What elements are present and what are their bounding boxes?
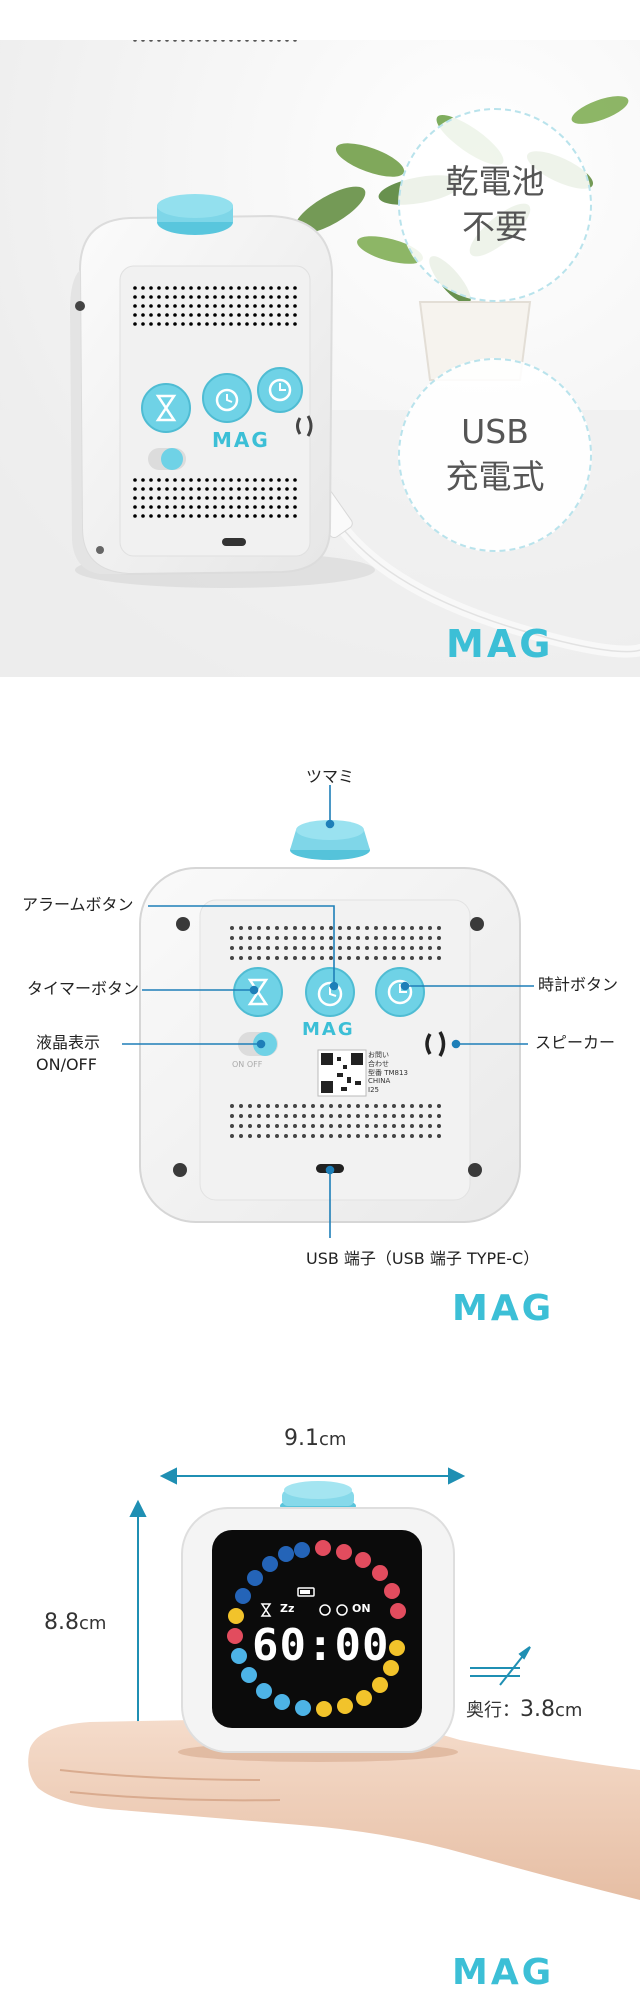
qr-text: 合わせ bbox=[368, 1059, 389, 1068]
dimensions-section: Zz ON 60:00 9.1cm 8.8cm 奥行：3.8cm MAG bbox=[0, 1340, 640, 2001]
clock-button-graphic bbox=[375, 967, 425, 1017]
feature-bubble-usb-rechargeable: USB 充電式 bbox=[398, 358, 592, 552]
width-dimension: 9.1cm bbox=[284, 1426, 346, 1451]
timer-ring bbox=[227, 1540, 406, 1717]
height-dimension: 8.8cm bbox=[44, 1610, 106, 1635]
display-status-zz: Zz bbox=[280, 1602, 295, 1615]
lot-text: I25 bbox=[368, 1086, 379, 1094]
label-lcd-line: ON/OFF bbox=[36, 1054, 97, 1074]
hero-section: MAG 乾電池 不要 USB 充電式 MAG bbox=[0, 40, 640, 677]
label-knob: ツマミ bbox=[306, 767, 355, 786]
parts-diagram bbox=[122, 785, 534, 1238]
model-text: 型番 TM813 bbox=[368, 1068, 408, 1077]
width-value: 9.1 bbox=[284, 1426, 319, 1451]
width-unit: cm bbox=[319, 1429, 347, 1450]
depth-value: 3.8 bbox=[520, 1697, 555, 1722]
speaker-grille-top bbox=[133, 40, 297, 42]
brand-logo: MAG bbox=[452, 1288, 555, 1329]
bubble-text: 充電式 bbox=[445, 457, 545, 496]
height-value: 8.8 bbox=[44, 1610, 79, 1635]
dimensions-illustration bbox=[28, 1467, 640, 1900]
label-alarm-button: アラームボタン bbox=[22, 895, 134, 914]
height-unit: cm bbox=[79, 1613, 107, 1634]
qr-info: お問い 合わせ 型番 TM813 CHINA I25 bbox=[368, 1051, 408, 1095]
label-clock-button: 時計ボタン bbox=[538, 975, 619, 994]
depth-label: 奥行： bbox=[466, 1700, 520, 1721]
hero-clock-button bbox=[257, 367, 303, 413]
qr-text: お問い bbox=[368, 1051, 389, 1059]
display-time: 60:00 bbox=[252, 1620, 390, 1671]
alarm-button-graphic bbox=[305, 967, 355, 1017]
bubble-text: 不要 bbox=[462, 207, 528, 246]
hero-timer-button bbox=[141, 383, 191, 433]
device-logo: MAG bbox=[302, 1019, 355, 1040]
label-lcd-toggle: 液晶表示 ON/OFF bbox=[36, 1032, 100, 1075]
bubble-text: 乾電池 bbox=[445, 162, 545, 202]
feature-bubble-no-battery: 乾電池 不要 bbox=[398, 108, 592, 302]
timer-button-graphic bbox=[233, 967, 283, 1017]
brand-logo: MAG bbox=[452, 1952, 555, 1993]
label-lcd-line: 液晶表示 bbox=[36, 1033, 101, 1052]
hero-alarm-button bbox=[202, 373, 252, 423]
label-usb-port: USB 端子（USB 端子 TYPE-C） bbox=[306, 1249, 540, 1268]
width-arrow bbox=[159, 1467, 466, 1485]
bubble-text: USB bbox=[461, 412, 529, 452]
parts-diagram-section: MAG ON OFF お問い 合わせ 型番 TM813 CHINA I25 ツマ… bbox=[0, 740, 640, 1340]
origin-text: CHINA bbox=[368, 1077, 391, 1086]
brand-logo: MAG bbox=[446, 622, 554, 666]
depth-unit: cm bbox=[555, 1700, 583, 1721]
display-status-on: ON bbox=[352, 1602, 371, 1615]
switch-label: ON OFF bbox=[232, 1060, 263, 1069]
depth-dimension: 奥行：3.8cm bbox=[466, 1696, 582, 1722]
depth-marker bbox=[470, 1646, 531, 1686]
label-timer-button: タイマーボタン bbox=[27, 979, 140, 998]
label-speaker: スピーカー bbox=[535, 1033, 616, 1052]
device-logo: MAG bbox=[212, 428, 270, 452]
